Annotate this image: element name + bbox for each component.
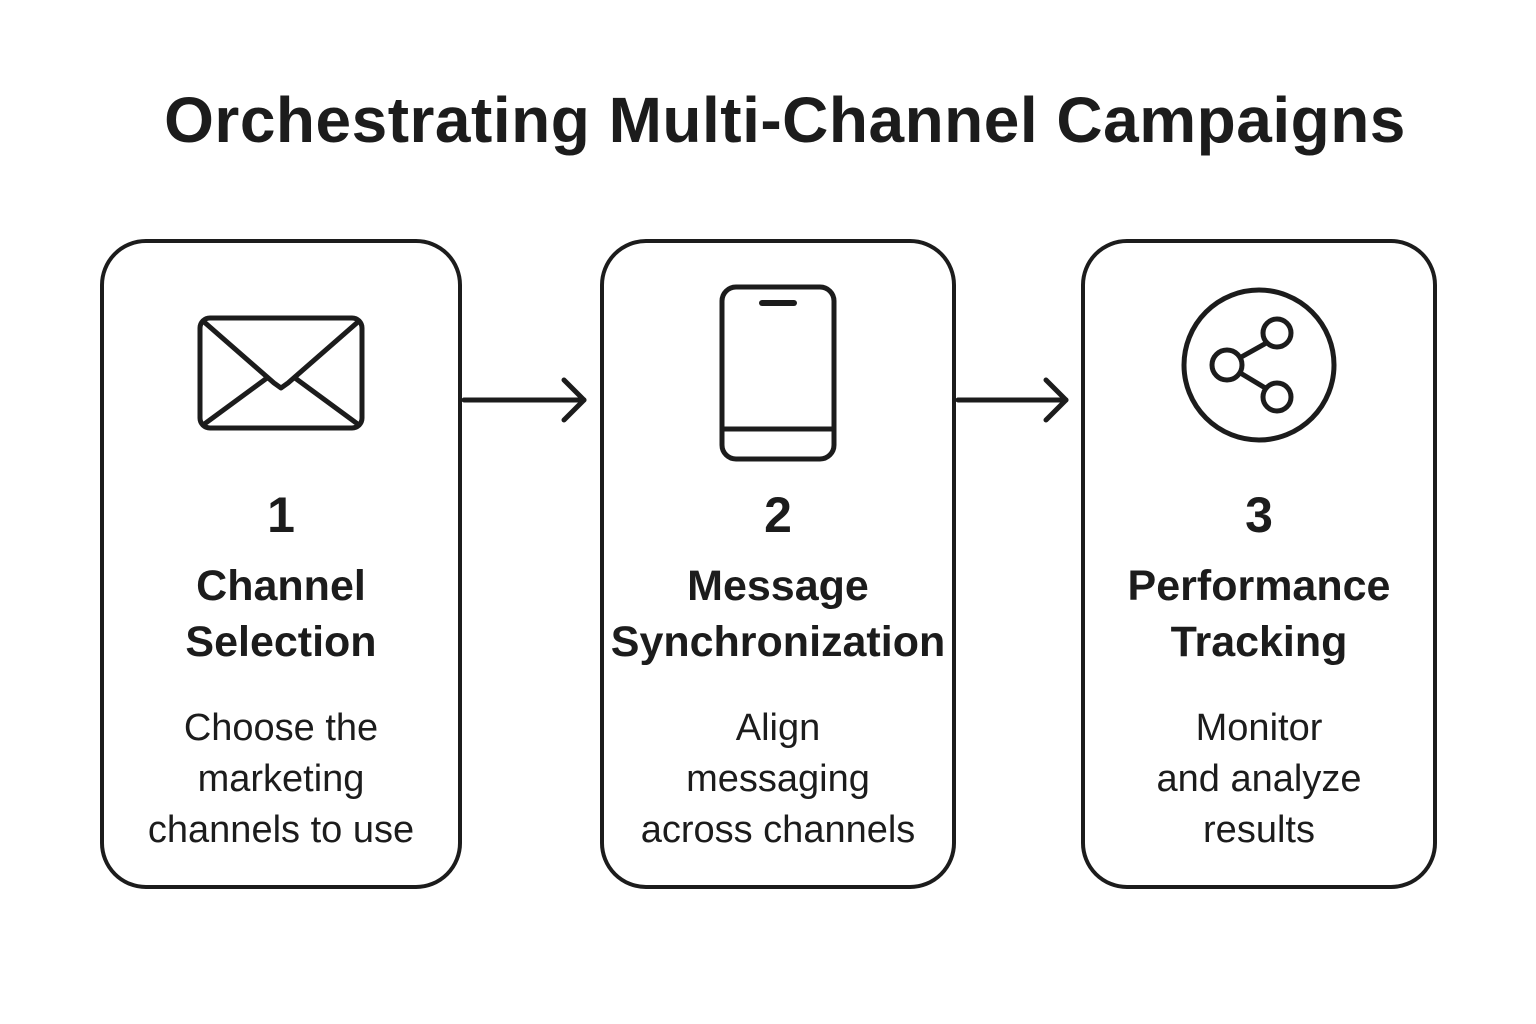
- step-number: 2: [764, 487, 792, 543]
- step-card-message-synchronization: 2 Message Synchronization Align messagin…: [600, 239, 956, 889]
- step-number: 3: [1245, 487, 1273, 543]
- step-card-channel-selection: 1 Channel Selection Choose the marketing…: [100, 239, 462, 889]
- envelope-icon: [197, 315, 365, 436]
- step-title: Performance Tracking: [1127, 562, 1391, 666]
- step-title: Channel Selection: [185, 562, 377, 666]
- arrow-right-icon: [955, 376, 1074, 429]
- diagram-title: Orchestrating Multi-Channel Campaigns: [164, 84, 1406, 156]
- step-description: Align messaging across channels: [640, 707, 916, 851]
- step-title: Message Synchronization: [610, 562, 946, 666]
- step-card-performance-tracking: 3 Performance Tracking Monitor and analy…: [1081, 239, 1437, 889]
- share-icon: [1179, 285, 1339, 450]
- step-description: Monitor and analyze results: [1156, 707, 1362, 851]
- arrow-right-icon: [461, 376, 590, 429]
- step-description: Choose the marketing channels to use: [147, 707, 415, 851]
- mobile-phone-icon: [718, 283, 838, 468]
- step-number: 1: [267, 487, 295, 543]
